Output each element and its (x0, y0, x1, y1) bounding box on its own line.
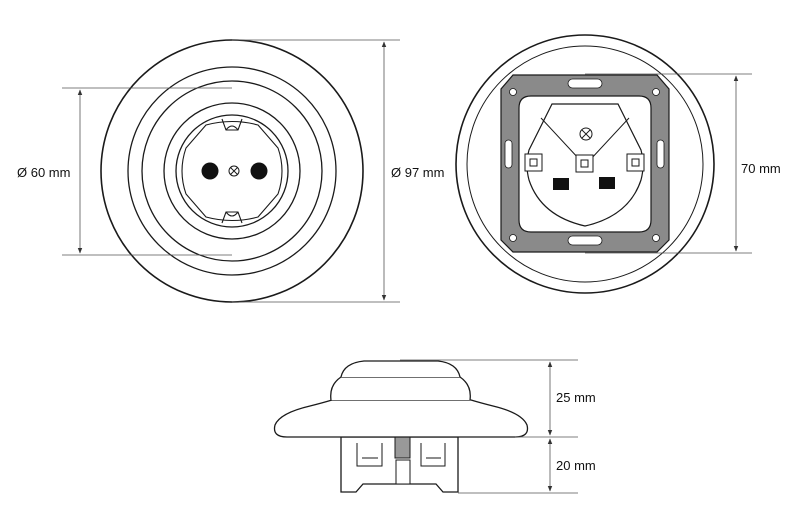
center-screw-slot (230, 167, 238, 175)
back-outer-rim (455, 34, 715, 294)
side-cover-top (340, 360, 461, 378)
side-plug-pin (395, 459, 411, 485)
back-view (455, 34, 715, 294)
inner-diameter-label: Ø 60 mm (17, 165, 70, 180)
mount-slot-top (567, 78, 603, 89)
front-cover-step (141, 80, 323, 262)
front-socket-well (181, 120, 283, 222)
front-view (100, 39, 364, 303)
mount-hole-bl (509, 234, 517, 242)
side-cover-step (330, 376, 471, 401)
front-socket-recess (175, 114, 289, 228)
side-cover-base (273, 399, 529, 438)
center-screw-icon (228, 165, 240, 177)
cover-height-label: 25 mm (556, 390, 596, 405)
insert-depth-label: 20 mm (556, 458, 596, 473)
front-outer-rim (100, 39, 364, 303)
insert-top-screw-slot (581, 129, 591, 139)
back-plate-dimension (585, 73, 752, 254)
side-view (273, 360, 529, 493)
side-center-stem (394, 435, 411, 459)
mount-hole-br (652, 234, 660, 242)
terminal-left-inner (529, 158, 538, 167)
contact-hole-left (201, 162, 219, 180)
mount-slot-right (656, 139, 665, 169)
contact-slot-left (553, 178, 569, 190)
terminal-right-inner (631, 158, 640, 167)
front-socket-rim (163, 102, 301, 240)
earth-clip-bottom (221, 211, 243, 224)
outer-diameter-label: Ø 97 mm (391, 165, 444, 180)
front-inner-diameter-dimension (62, 87, 232, 256)
mount-slot-left (504, 139, 513, 169)
mount-hole-tr (652, 88, 660, 96)
front-outer-diameter-dimension (232, 39, 400, 303)
side-height-dimensions (400, 359, 578, 494)
earth-clip-top (221, 118, 243, 131)
contact-slot-right (599, 177, 615, 189)
front-cover-ring (127, 66, 337, 276)
mount-hole-tl (509, 88, 517, 96)
contact-hole-right (250, 162, 268, 180)
terminal-center-inner (580, 159, 589, 168)
plate-width-label: 70 mm (741, 161, 781, 176)
mount-slot-bottom (567, 235, 603, 246)
insert-divider-lines (540, 117, 630, 161)
back-inner-rim (466, 45, 704, 283)
side-insert-details (356, 443, 446, 467)
